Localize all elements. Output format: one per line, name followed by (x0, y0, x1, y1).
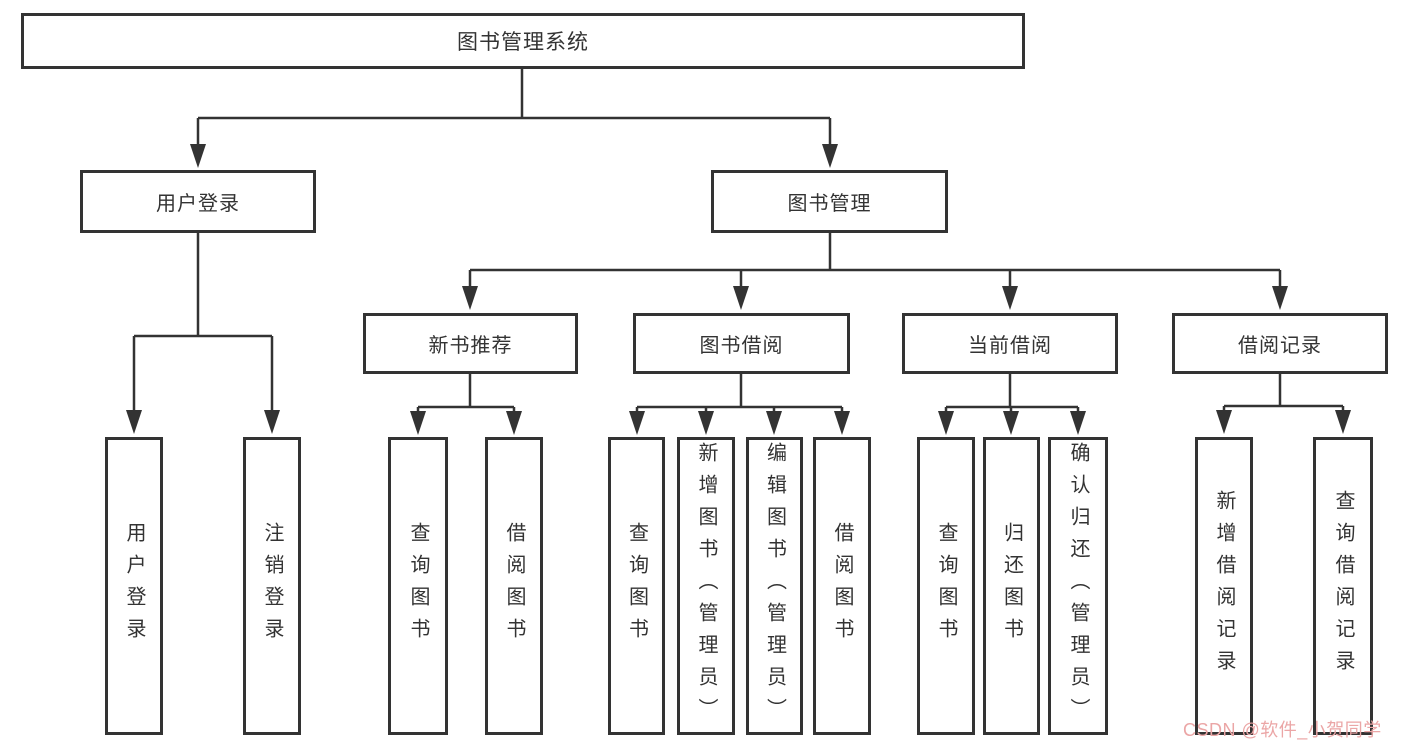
arrow-down-icon (1002, 286, 1018, 310)
leaf-label: 编辑图书（管理员） (763, 442, 786, 730)
leaf-label: 借阅图书 (831, 522, 853, 650)
arrow-down-icon (1216, 410, 1232, 434)
arrow-down-icon (190, 144, 206, 168)
leaf-logout: 注销登录 (243, 437, 301, 735)
leaf-query-books: 查询图书 (917, 437, 975, 735)
leaf-label: 注销登录 (261, 522, 283, 650)
leaf-query-borrow-record: 查询借阅记录 (1313, 437, 1373, 735)
leaf-confirm-return-admin: 确认归还（管理员） (1048, 437, 1108, 735)
leaf-label: 确认归还（管理员） (1067, 442, 1089, 730)
leaf-label: 查询图书 (935, 522, 957, 650)
leaf-add-borrow-record: 新增借阅记录 (1195, 437, 1253, 735)
leaf-query-books: 查询图书 (608, 437, 665, 735)
arrow-down-icon (126, 410, 142, 434)
arrow-down-icon (462, 286, 478, 310)
leaf-borrow-books: 借阅图书 (485, 437, 543, 735)
csdn-watermark: CSDN @软件_小贺同学 (1183, 720, 1382, 740)
arrow-down-icon (1003, 411, 1019, 435)
node-label: 图书管理 (787, 193, 872, 215)
arrow-down-icon (733, 286, 749, 310)
arrow-down-icon (264, 410, 280, 434)
node-label: 借阅记录 (1238, 335, 1322, 357)
node-new-book-recommend: 新书推荐 (363, 313, 578, 374)
node-label: 图书借阅 (699, 335, 784, 357)
leaf-label: 归还图书 (1000, 522, 1023, 650)
arrow-down-icon (629, 411, 645, 435)
arrow-down-icon (1272, 286, 1288, 310)
arrow-down-icon (766, 411, 782, 435)
node-label: 用户登录 (156, 193, 240, 215)
leaf-label: 借阅图书 (503, 522, 525, 650)
leaf-borrow-books: 借阅图书 (813, 437, 871, 735)
node-book-borrow: 图书借阅 (633, 313, 850, 374)
node-borrow-records: 借阅记录 (1172, 313, 1388, 374)
node-label: 当前借阅 (968, 335, 1052, 357)
arrow-down-icon (1335, 410, 1351, 434)
leaf-label: 新增图书（管理员） (695, 442, 717, 730)
arrow-down-icon (834, 411, 850, 435)
leaf-add-books-admin: 新增图书（管理员） (677, 437, 735, 735)
leaf-label: 用户登录 (123, 522, 145, 650)
node-current-borrow: 当前借阅 (902, 313, 1118, 374)
arrow-down-icon (822, 144, 838, 168)
arrow-down-icon (1070, 411, 1086, 435)
leaf-edit-books-admin: 编辑图书（管理员） (746, 437, 803, 735)
arrow-down-icon (506, 411, 522, 435)
arrow-down-icon (698, 411, 714, 435)
leaf-return-books: 归还图书 (983, 437, 1040, 735)
leaf-user-login: 用户登录 (105, 437, 163, 735)
node-user-login-branch: 用户登录 (80, 170, 316, 233)
node-book-management-branch: 图书管理 (711, 170, 948, 233)
leaf-label: 新增借阅记录 (1213, 490, 1235, 682)
leaf-label: 查询借阅记录 (1332, 490, 1354, 682)
arrow-down-icon (410, 411, 426, 435)
node-library-management-system: 图书管理系统 (21, 13, 1025, 69)
node-label: 新书推荐 (428, 335, 513, 357)
leaf-label: 查询图书 (407, 522, 429, 650)
leaf-label: 查询图书 (625, 522, 648, 650)
leaf-query-books: 查询图书 (388, 437, 448, 735)
arrow-down-icon (938, 411, 954, 435)
node-label: 图书管理系统 (457, 31, 589, 54)
